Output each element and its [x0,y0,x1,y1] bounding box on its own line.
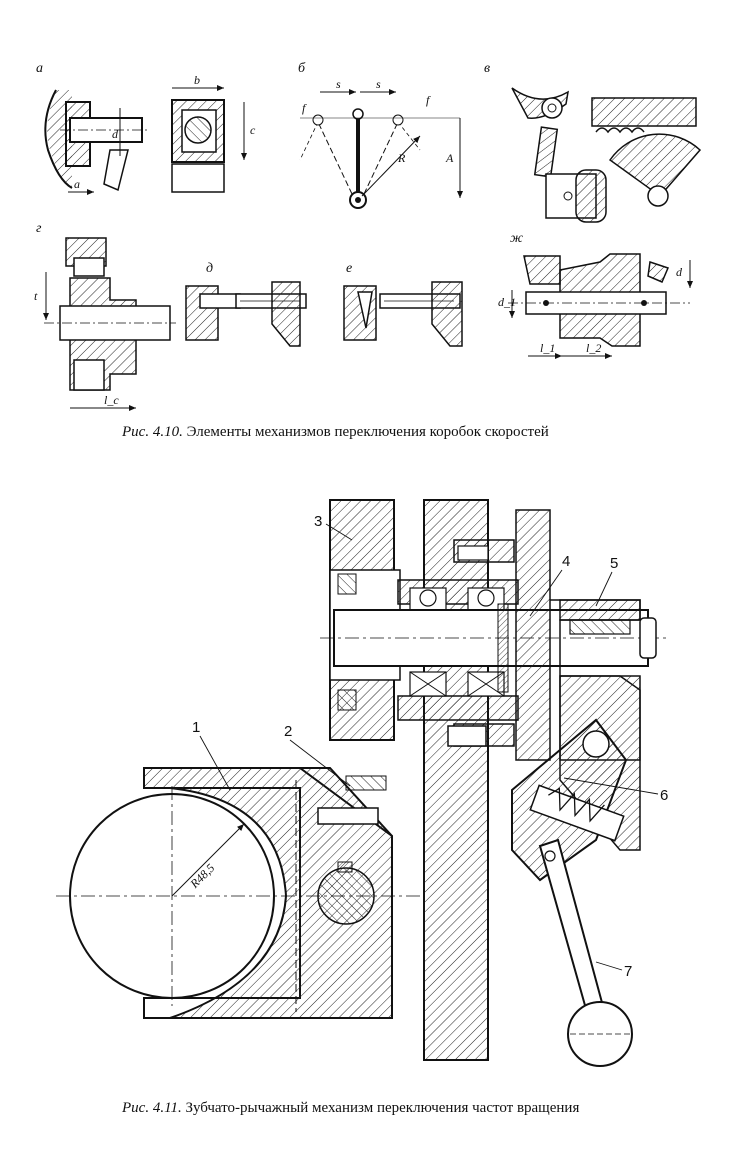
callout-3: 3 [314,513,322,530]
figure-caption-4-10: Рис. 4.10. Элементы механизмов переключе… [122,424,549,441]
dim-t: t [34,289,38,303]
panel-label-zh: ж [510,231,523,246]
dim-a: a [74,177,80,191]
dim-l1: l_1 [540,341,555,355]
panel-b: б s s f f R A [298,61,463,209]
panel-g: г t l_c [34,221,176,411]
dim-d-a: d [112,127,119,141]
panel-label-a: а [36,61,43,76]
fig411-drawing: R48,5 1 2 3 4 5 6 7 [56,499,668,1067]
figure-caption-4-11: Рис. 4.11. Зубчато-рычажный механизм пер… [122,1100,579,1117]
panel-e: е [343,261,463,347]
callout-4: 4 [562,553,570,570]
panel-d: д [185,261,307,347]
dim-c: c [250,123,256,137]
dim-A: A [445,151,454,165]
callout-2: 2 [284,723,292,740]
panel-label-g: г [36,221,42,236]
dim-s-right: s [376,77,381,91]
dim-d-zh: d [676,265,683,279]
caption-prefix-4-10: Рис. 4.10. [122,424,183,440]
dim-b: b [194,73,200,87]
dim-f-right: f [426,93,431,107]
dim-lc: l_c [104,393,119,407]
panel-label-b: б [298,61,306,76]
dim-d1: d_1 [498,295,516,309]
dim-R: R [397,151,406,165]
panel-label-d: д [206,261,213,276]
callout-7: 7 [624,963,632,980]
callout-1: 1 [192,719,200,736]
panel-label-e: е [346,261,352,276]
caption-prefix-4-11: Рис. 4.11. [122,1100,182,1116]
panel-a: а d a b c [36,61,256,195]
callout-5: 5 [610,555,618,572]
dim-s-left: s [336,77,341,91]
caption-text-4-11: Зубчато-рычажный механизм переключения ч… [185,1100,580,1116]
panel-zh: ж d_1 d l_1 l_2 [498,231,693,359]
caption-text-4-10: Элементы механизмов переключения коробок… [186,424,549,440]
panel-v: в [484,61,702,223]
dim-f-left: f [302,101,307,115]
panel-label-v: в [484,61,490,76]
dim-l2: l_2 [586,341,601,355]
callout-6: 6 [660,787,668,804]
